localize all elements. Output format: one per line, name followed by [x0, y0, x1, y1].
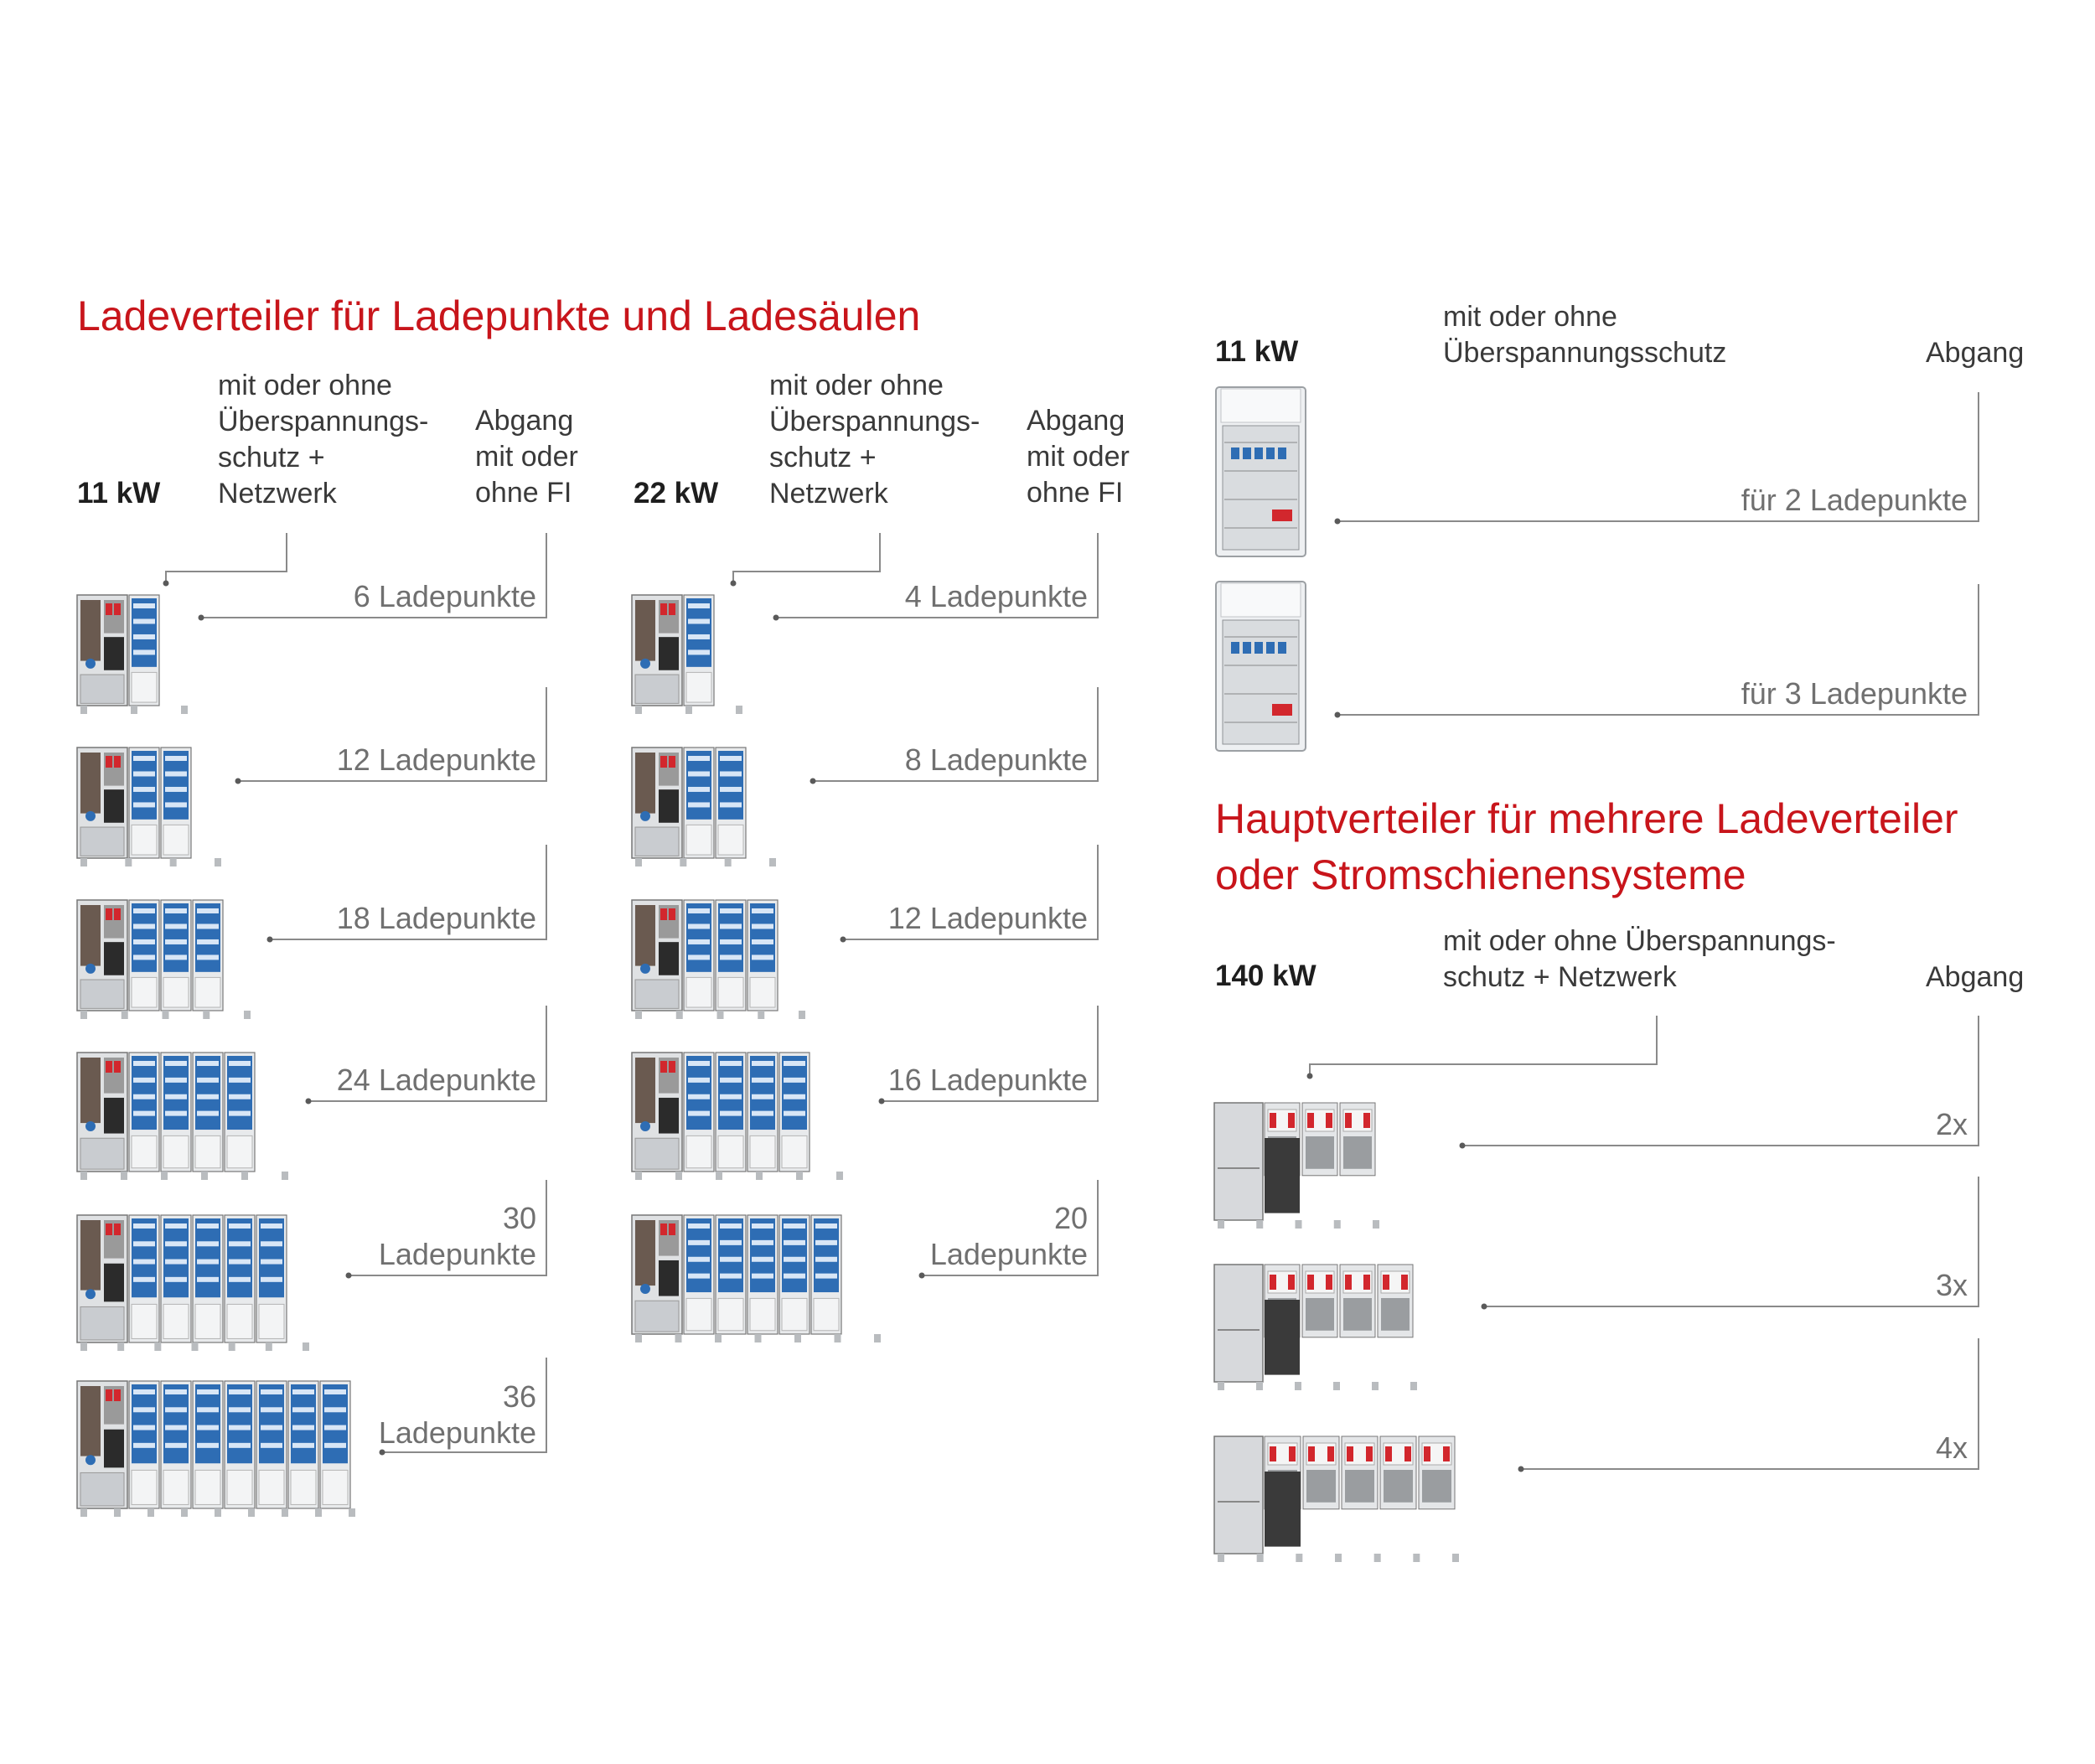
main-distributor-3x-image: [1213, 1264, 1417, 1390]
label-right-top-item-1: für 2 Ladepunkte: [1741, 483, 1968, 517]
label-11kw-item-2: 12 Ladepunkte: [336, 742, 536, 777]
main-distributor-4x-image: [1213, 1436, 1459, 1562]
power-22kw: 22 kW: [634, 477, 719, 510]
label-22kw-item-1: 4 Ladepunkte: [904, 579, 1088, 613]
label-11kw-item-4: 24 Ladepunkte: [336, 1063, 536, 1097]
power-11kw-right: 11 kW: [1215, 335, 1299, 368]
label-outlets-4x: 4x: [1935, 1430, 1968, 1465]
power-140kw: 140 kW: [1215, 960, 1316, 992]
distributor-22kw-20-ladepunkte-image: [631, 1214, 881, 1342]
distributor-11kw-18-ladepunkte-image: [76, 899, 251, 1019]
wall-cabinet-3-ladepunkte-image: [1215, 581, 1306, 752]
label-22kw-item-3: 12 Ladepunkte: [887, 901, 1088, 935]
label-11kw-item-6: 36 Ladepunkte: [378, 1379, 536, 1450]
distributor-22kw-8-ladepunkte-image: [631, 747, 776, 866]
label-right-top-item-2: für 3 Ladepunkte: [1741, 676, 1968, 711]
distributor-11kw-24-ladepunkte-image: [76, 1052, 288, 1180]
label-outlets-3x: 3x: [1935, 1268, 1968, 1302]
distributor-22kw-16-ladepunkte-image: [631, 1052, 843, 1180]
wall-cabinet-2-ladepunkte-image: [1215, 386, 1306, 557]
distributor-11kw-12-ladepunkte-image: [76, 747, 221, 866]
right-bottom-title-line2: oder Stromschienensysteme: [1215, 851, 1746, 898]
main-distributor-2x-image: [1213, 1102, 1379, 1229]
label-11kw-item-1: 6 Ladepunkte: [353, 579, 536, 613]
right-bottom-title-line1: Hauptverteiler für mehrere Ladeverteiler: [1215, 795, 1958, 842]
distributor-22kw-12-ladepunkte-image: [631, 899, 805, 1019]
power-11kw-left: 11 kW: [77, 477, 161, 510]
distributor-11kw-36-ladepunkte-image: [76, 1380, 355, 1517]
header-outlet-22kw: Abgang mit oder ohne FI: [1027, 405, 1130, 509]
label-22kw-item-2: 8 Ladepunkte: [904, 742, 1088, 777]
header-outlet-right-bottom: Abgang: [1926, 961, 2025, 993]
label-22kw-item-4: 16 Ladepunkte: [887, 1063, 1088, 1097]
distributor-11kw-6-ladepunkte-image: [76, 594, 188, 714]
left-section-title: Ladeverteiler für Ladepunkte und Ladesäu…: [77, 292, 921, 339]
header-protection-11kw: mit oder ohne Überspannungs- schutz + Ne…: [218, 370, 429, 510]
distributor-11kw-30-ladepunkte-image: [76, 1214, 309, 1351]
header-protection-22kw: mit oder ohne Überspannungs- schutz + Ne…: [769, 370, 980, 510]
header-protection-right-top: mit oder ohne Überspannungsschutz: [1443, 301, 1727, 369]
label-11kw-item-3: 18 Ladepunkte: [336, 901, 536, 935]
label-outlets-2x: 2x: [1935, 1107, 1968, 1141]
label-11kw-item-5: 30 Ladepunkte: [378, 1201, 536, 1271]
distributor-22kw-4-ladepunkte-image: [631, 594, 742, 714]
label-22kw-item-5: 20 Ladepunkte: [929, 1201, 1088, 1271]
header-outlet-right-top: Abgang: [1926, 337, 2025, 369]
header-protection-right-bottom: mit oder ohne Überspannungs- schutz + Ne…: [1443, 925, 1836, 993]
header-outlet-11kw: Abgang mit oder ohne FI: [475, 405, 578, 509]
